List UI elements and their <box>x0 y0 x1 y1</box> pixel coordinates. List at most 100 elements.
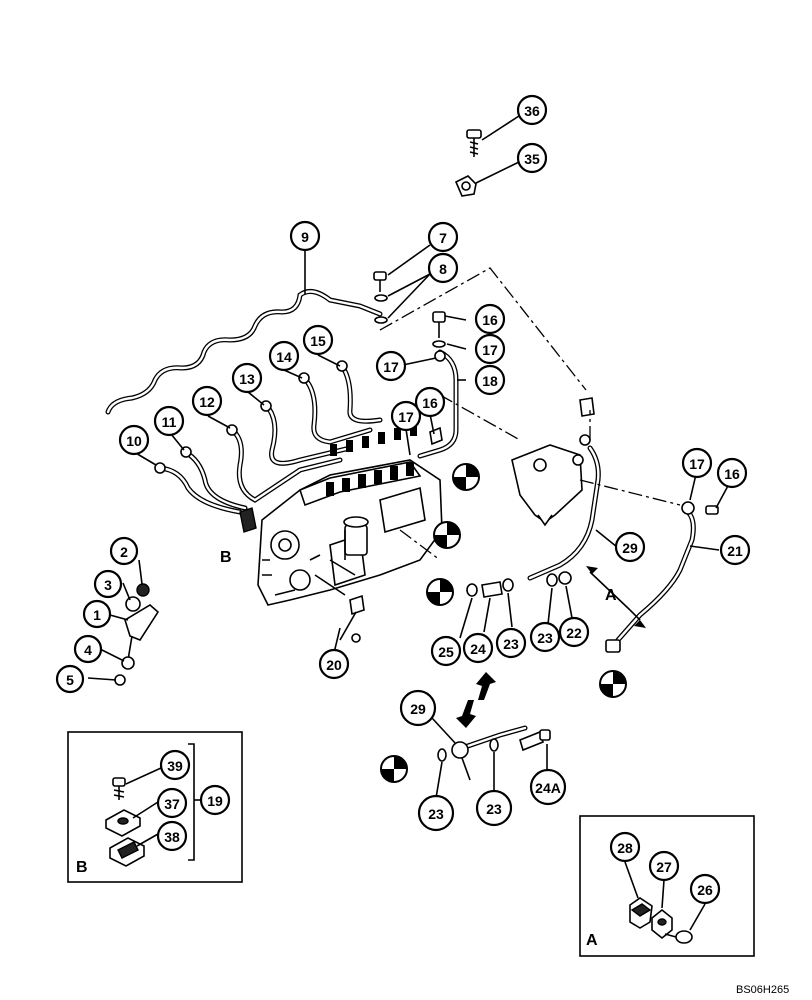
callout-9: 9 <box>289 220 321 252</box>
line-bracket-b-part <box>239 507 257 533</box>
reference-symbol <box>433 521 461 549</box>
callout-circle <box>156 820 188 852</box>
callout-number: 23 <box>537 630 553 646</box>
callout-circle <box>648 850 680 882</box>
callout-number: 26 <box>697 882 713 898</box>
callout-circle <box>474 333 506 365</box>
callout-number: 37 <box>164 796 180 812</box>
bracket-b-reference: B <box>220 549 232 566</box>
inset-b-clip-38-part <box>109 837 145 867</box>
inset-a-bolt-26-part <box>664 930 693 944</box>
callout-number: 29 <box>410 701 426 717</box>
callout-number: 1 <box>93 607 101 623</box>
callout-circle <box>427 221 459 253</box>
callout-circle <box>609 831 641 863</box>
callout-circle <box>390 400 422 432</box>
reference-symbol <box>380 755 408 783</box>
callout-circle <box>430 635 462 667</box>
callout-number: 16 <box>482 312 498 328</box>
callout-circle <box>318 648 350 680</box>
callout-14: 14 <box>268 340 300 372</box>
callout-circle <box>82 599 112 629</box>
callout-number: 27 <box>656 859 672 875</box>
callout-3: 3 <box>93 569 123 599</box>
callout-leaders <box>87 115 730 799</box>
callout-4: 4 <box>73 634 103 664</box>
fitting-row-part <box>466 571 572 598</box>
callout-circle <box>93 569 123 599</box>
callout-number: 9 <box>301 229 309 245</box>
callout-circle <box>417 794 455 832</box>
callout-36: 36 <box>516 94 548 126</box>
callout-circle <box>289 220 321 252</box>
callout-17: 17 <box>474 333 506 365</box>
callout-number: 8 <box>439 261 447 277</box>
reference-symbol <box>452 463 480 491</box>
callout-number: 39 <box>167 758 183 774</box>
callout-23: 23 <box>529 621 561 653</box>
return-line-18-part <box>417 311 459 459</box>
callout-number: 29 <box>622 540 638 556</box>
callout-circle <box>614 531 646 563</box>
bolt-36-part <box>466 129 482 157</box>
filter-housing-part <box>511 444 584 527</box>
callout-number: 17 <box>482 342 498 358</box>
callout-circle <box>475 789 513 827</box>
inset-a-clip-28-part <box>629 897 653 929</box>
callout-circle <box>529 621 561 653</box>
callout-number: 23 <box>428 806 444 822</box>
callout-16: 16 <box>474 303 506 335</box>
callout-12: 12 <box>191 385 223 417</box>
injector-1-part <box>114 583 160 686</box>
callout-23: 23 <box>475 789 513 827</box>
arrow-a-reference: A <box>605 587 617 604</box>
inset-b-bolt-39-part <box>112 777 126 800</box>
callout-number: 17 <box>383 359 399 375</box>
clip-35-part <box>454 175 477 197</box>
callout-circle <box>118 424 150 456</box>
callout-circle <box>462 632 494 664</box>
inset-b-clip-37-part <box>105 809 141 837</box>
callout-circle <box>159 749 191 781</box>
callout-24: 24 <box>462 632 494 664</box>
callout-number: 12 <box>199 394 215 410</box>
callout-11: 11 <box>153 405 185 437</box>
callout-15: 15 <box>302 324 334 356</box>
callout-circle <box>191 385 223 417</box>
callout-number: 4 <box>84 642 92 658</box>
reference-symbol <box>426 578 454 606</box>
callout-circle <box>558 616 590 648</box>
callout-circle <box>399 689 437 727</box>
callout-number: 24 <box>470 641 486 657</box>
callout-1: 1 <box>82 599 112 629</box>
callout-circle <box>302 324 334 356</box>
callout-number: 24A <box>535 780 561 796</box>
callout-circle <box>529 768 567 806</box>
leak-off-line-9-part <box>105 288 383 415</box>
callout-number: 15 <box>310 333 326 349</box>
callout-16: 16 <box>716 457 748 489</box>
callout-number: 17 <box>689 456 705 472</box>
bolt-20-part <box>339 594 365 643</box>
callout-16: 16 <box>414 386 446 418</box>
callout-35: 35 <box>516 142 548 174</box>
callout-number: 13 <box>239 371 255 387</box>
callout-18: 18 <box>474 364 506 396</box>
callout-10: 10 <box>118 424 150 456</box>
callout-number: 14 <box>276 349 292 365</box>
callout-37: 37 <box>156 787 188 819</box>
callout-circle <box>516 142 548 174</box>
callout-circle <box>153 405 185 437</box>
callout-17: 17 <box>390 400 422 432</box>
callout-number: 19 <box>207 793 223 809</box>
callout-circle <box>231 362 263 394</box>
callout-number: 5 <box>66 672 74 688</box>
callout-29: 29 <box>614 531 646 563</box>
fuel-line-29-part <box>527 397 601 581</box>
callout-circle <box>474 364 506 396</box>
callout-17: 17 <box>375 350 407 382</box>
callout-circle <box>55 664 85 694</box>
callout-29: 29 <box>399 689 437 727</box>
callout-number: 20 <box>326 657 342 673</box>
